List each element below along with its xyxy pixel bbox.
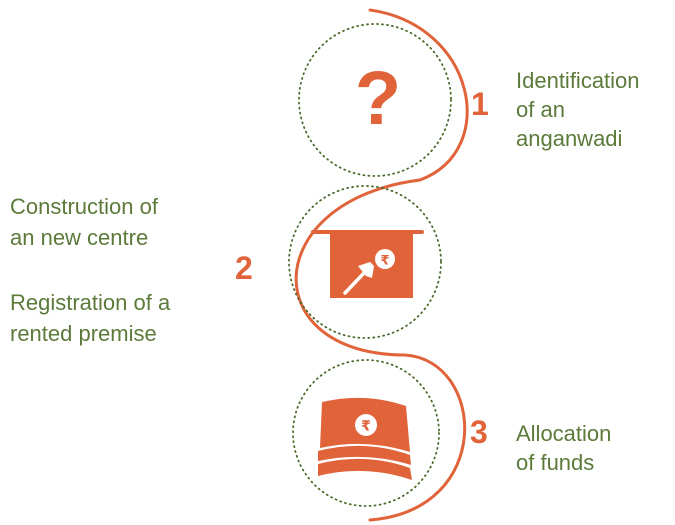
step-3-label: Allocation of funds [516, 419, 611, 477]
step-3-label-line-2: of funds [516, 450, 595, 475]
step-1-dotted-circle [298, 23, 452, 177]
svg-text:₹: ₹ [380, 254, 389, 269]
question-mark-icon: ? [355, 56, 401, 141]
step-2-registration-line-1: Registration of a [10, 290, 171, 315]
step-2-label-construction: Construction of an new centre [10, 191, 158, 253]
connector-curve [294, 8, 469, 522]
step-2-dotted-circle [288, 185, 442, 339]
step-1-number: 1 [471, 86, 489, 122]
step-2-construction-line-1: Construction of [10, 194, 158, 219]
step-2-label-registration: Registration of a rented premise [10, 287, 170, 349]
step-1-label-line-2: of an [516, 97, 565, 122]
step-3-label-line-1: Allocation [516, 421, 612, 446]
step-2-number: 2 [235, 250, 253, 286]
rupee-banknote-stack-icon: ₹ [318, 397, 412, 480]
step-2-construction-line-2: an new centre [10, 225, 149, 250]
step-3-dotted-circle [292, 359, 440, 507]
step-2-registration-line-2: rented premise [10, 321, 157, 346]
step-1-label: Identification of an anganwadi [516, 66, 640, 153]
step-1-label-line-3: anganwadi [516, 126, 623, 151]
svg-text:₹: ₹ [361, 419, 371, 435]
step-3-number: 3 [470, 414, 488, 450]
svg-text:?: ? [355, 56, 401, 141]
step-1-label-line-1: Identification [516, 68, 640, 93]
hammer-house-rupee-icon: ₹ [311, 230, 424, 298]
